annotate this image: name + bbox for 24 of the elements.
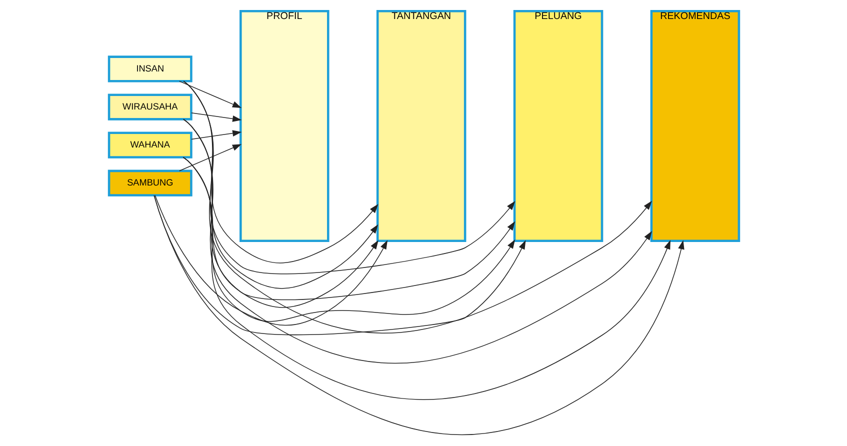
arrow [153, 195, 526, 336]
arrow [154, 195, 388, 326]
node-box: PROFIL [239, 10, 329, 242]
node-box: INSAN [107, 56, 192, 82]
arrow [153, 195, 684, 435]
arrow [182, 80, 515, 274]
arrow [190, 130, 242, 140]
arrow [182, 156, 670, 400]
arrow [178, 144, 242, 172]
node-box: SAMBUNG [107, 170, 192, 196]
arrow [182, 80, 652, 334]
arrow [182, 156, 378, 308]
arrow [182, 118, 515, 300]
arrow [182, 118, 378, 289]
arrow [190, 112, 242, 122]
node-box: WAHANA [107, 132, 192, 158]
arrow [178, 80, 242, 108]
arrow [182, 156, 515, 322]
node-box: WIRAUSAHA [107, 94, 192, 120]
arrow [182, 118, 652, 364]
arrow [182, 80, 378, 264]
node-box: REKOMENDAS [650, 10, 740, 242]
node-box: PELUANG [512, 10, 603, 242]
node-box: TANTANGAN [376, 10, 466, 242]
